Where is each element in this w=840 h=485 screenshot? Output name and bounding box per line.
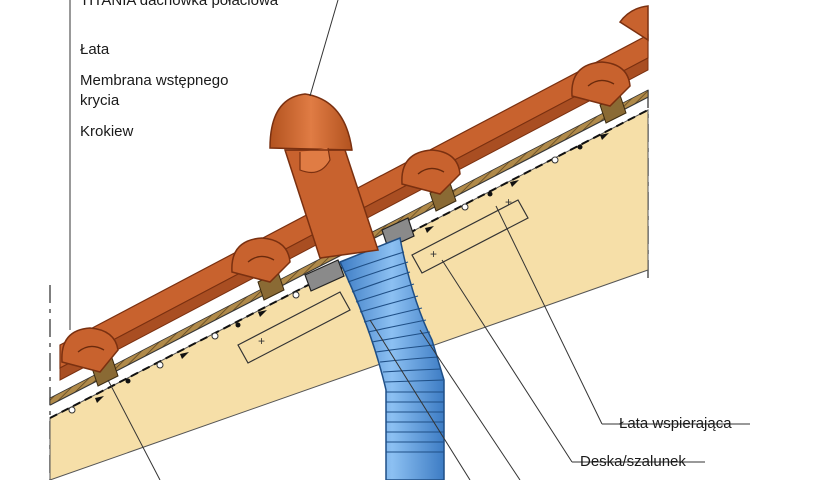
label-rafter: Krokiew [80, 123, 134, 140]
ventilation-markers [68, 133, 609, 414]
support-batten-right [411, 199, 529, 274]
flex-pipe [338, 236, 445, 481]
label-tile: TITANIA dachówka połaciowa [80, 0, 279, 9]
label-membrane: Membrana wstępnego krycia [80, 72, 229, 109]
label-support-batten: Łata wspierająca [619, 415, 732, 432]
svg-text:+: + [430, 247, 437, 261]
vent-flashing [304, 217, 415, 292]
tile-lock-details [77, 79, 615, 353]
label-boarding: Deska/szalunek [580, 453, 686, 470]
leader-lines [69, 0, 750, 481]
svg-text:+: + [258, 334, 265, 348]
tile-humps [61, 5, 649, 373]
svg-text:+: + [505, 195, 512, 209]
label-batten: Łata [80, 41, 110, 58]
membrane-line [49, 109, 649, 419]
support-batten-left [237, 291, 351, 364]
vent-cap [269, 93, 379, 259]
